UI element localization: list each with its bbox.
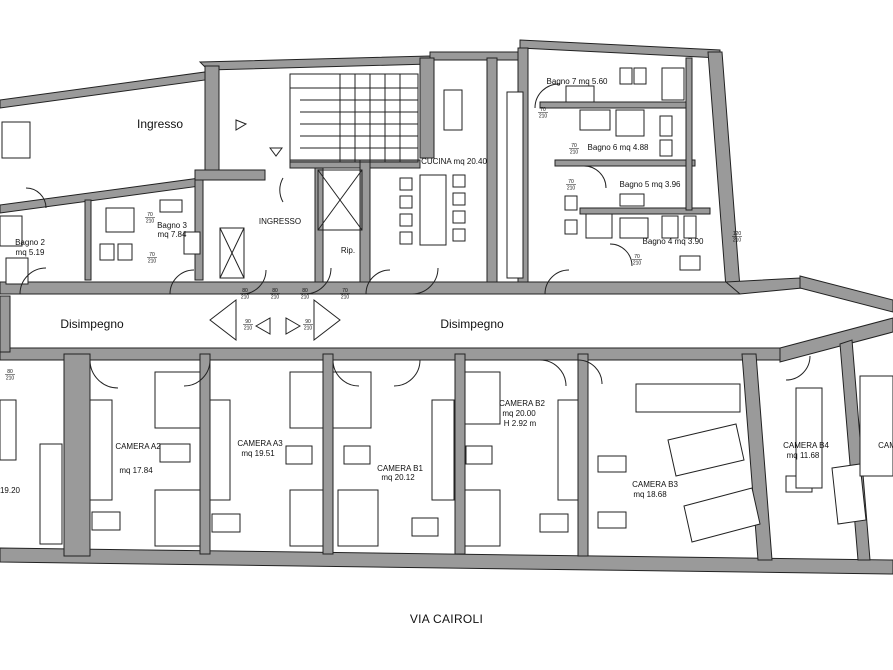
door-width: 70 <box>568 179 574 185</box>
room-label-bagno-2: Bagno 2 <box>15 238 45 247</box>
door-height: 210 <box>304 326 313 332</box>
bath-fixtures <box>0 67 701 285</box>
door-width: 90 <box>305 319 311 325</box>
room-label-camera-b4-area: mq 11.68 <box>787 451 820 460</box>
room-label-camera-b1-area: mq 20.12 <box>381 473 415 482</box>
door-height: 210 <box>6 376 15 382</box>
door-width: 70 <box>149 252 155 258</box>
door-height: 210 <box>733 238 742 244</box>
room-label-camera-a3: CAMERA A3 <box>237 439 283 448</box>
door-height: 210 <box>244 326 253 332</box>
room-label-camera-a2-area: mq 17.84 <box>119 466 153 475</box>
door-width: 120 <box>733 231 742 237</box>
room-label-camera-b1: CAMERA B1 <box>377 464 423 473</box>
room-label-bagno-5: Bagno 5 mq 3.96 <box>620 180 681 189</box>
door-height: 210 <box>539 114 548 120</box>
door-width: 70 <box>342 288 348 294</box>
door-height: 210 <box>271 295 280 301</box>
room-label-disimpegno-left: Disimpegno <box>60 317 124 331</box>
door-width: 70 <box>634 254 640 260</box>
room-label-camera-b3-area: mq 18.68 <box>633 490 667 499</box>
room-label-camera-a2: CAMERA A2 <box>115 442 161 451</box>
room-label-camera-b2-area: mq 20.00 <box>502 409 536 418</box>
door-width: 80 <box>242 288 248 294</box>
shafts <box>219 169 363 279</box>
room-label-bagno-3-area: mq 7.84 <box>158 230 187 239</box>
door-width: 70 <box>147 212 153 218</box>
room-label-camera-b2: CAMERA B2 <box>499 399 545 408</box>
room-label-ingresso-main: Ingresso <box>137 117 183 131</box>
door-width: 80 <box>302 288 308 294</box>
room-label-camera-b3: CAMERA B3 <box>632 480 678 489</box>
room-label-camera-partial-right: CAM <box>878 441 893 450</box>
door-height: 210 <box>341 295 350 301</box>
door-width: 70 <box>540 107 546 113</box>
door-height: 210 <box>570 150 579 156</box>
door-height: 210 <box>146 219 155 225</box>
room-label-ingresso-hall: INGRESSO <box>259 217 301 226</box>
door-height: 210 <box>148 259 157 265</box>
door-width: 90 <box>245 319 251 325</box>
door-width: 80 <box>7 369 13 375</box>
door-swings <box>19 83 811 389</box>
kitchen-furniture <box>399 89 524 279</box>
door-width: 80 <box>272 288 278 294</box>
bedroom-furniture <box>0 371 893 547</box>
door-height: 210 <box>567 186 576 192</box>
room-label-bagno-2-area: mq 5.19 <box>16 248 45 257</box>
room-label-camera-b2-height: H 2.92 m <box>504 419 537 428</box>
door-height: 210 <box>241 295 250 301</box>
room-label-disimpegno-right: Disimpegno <box>440 317 504 331</box>
staircase <box>235 73 419 163</box>
room-label-camera-b4: CAMERA B4 <box>783 441 829 450</box>
room-label-camera-partial-left: 19.20 <box>0 486 21 495</box>
door-dimensions: 8021080210802107021090210902107021070210… <box>5 107 742 382</box>
room-label-camera-a3-area: mq 19.51 <box>241 449 275 458</box>
door-width: 70 <box>571 143 577 149</box>
room-label-rip: Rip. <box>341 246 355 255</box>
room-label-bagno-7: Bagno 7 mq 5.60 <box>547 77 608 86</box>
room-label-bagno-3: Bagno 3 <box>157 221 187 230</box>
street-name: VIA CAIROLI <box>409 612 484 626</box>
room-label-bagno-4: Bagno 4 mq 3.90 <box>643 237 704 246</box>
room-label-cucina: CUCINA mq 20.40 <box>421 157 487 166</box>
room-label-bagno-6: Bagno 6 mq 4.88 <box>588 143 649 152</box>
door-height: 210 <box>301 295 310 301</box>
door-height: 210 <box>633 261 642 267</box>
